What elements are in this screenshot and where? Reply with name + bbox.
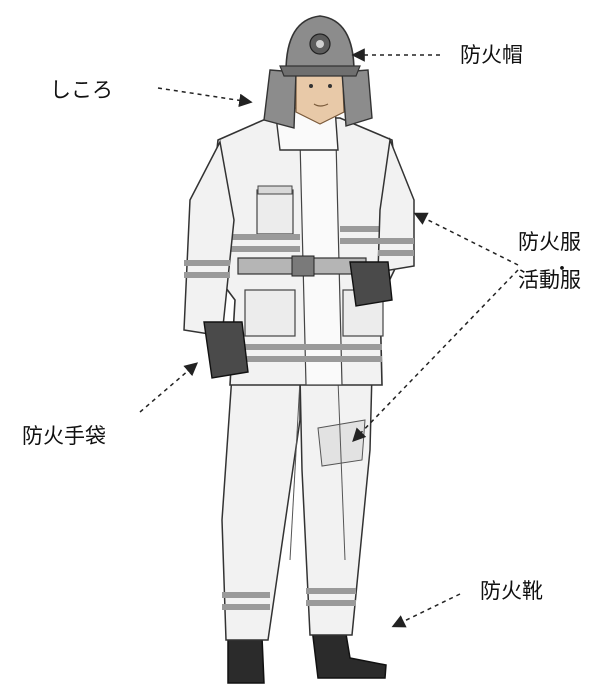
- arrow-gloves: [139, 362, 199, 413]
- label-helmet: 防火帽: [460, 43, 523, 67]
- helmet: [263, 15, 373, 129]
- label-boots: 防火靴: [480, 579, 543, 603]
- arrow-boots: [391, 593, 461, 628]
- trousers: [221, 371, 373, 641]
- gloves: [203, 261, 393, 379]
- label-shikoro: しころ: [50, 78, 113, 102]
- label-suit-separator: ・: [553, 259, 571, 280]
- right-arm: [377, 137, 415, 273]
- arrow-shikoro: [157, 87, 253, 108]
- label-suit-line1: 防火服: [518, 230, 581, 254]
- boots: [227, 627, 387, 684]
- left-arm: [183, 139, 235, 337]
- label-suit-line2: 活動服: [518, 268, 581, 292]
- arrow-suit-jacket: [413, 212, 519, 266]
- leader-lines: [139, 48, 519, 628]
- label-gloves: 防火手袋: [22, 424, 106, 448]
